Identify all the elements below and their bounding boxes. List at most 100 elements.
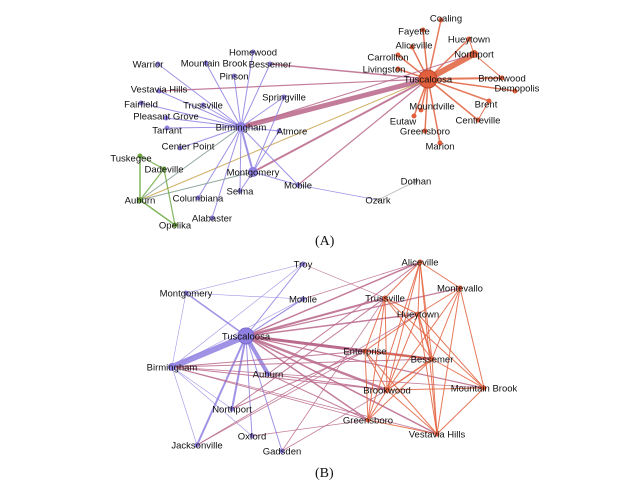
- edge-bessemer-vestavia-hills: [431, 358, 438, 435]
- node-carrollton[interactable]: [395, 52, 401, 58]
- node-northport[interactable]: [229, 406, 235, 412]
- node-dadeville[interactable]: [161, 166, 167, 172]
- node-centreville[interactable]: [475, 117, 481, 123]
- edge-bessemer-mountain-brook: [431, 358, 485, 389]
- node-trussville[interactable]: [200, 102, 206, 108]
- node-selma[interactable]: [237, 188, 243, 194]
- node-demopolis[interactable]: [512, 88, 518, 94]
- panel-a-caption: (A): [315, 234, 335, 249]
- node-northport[interactable]: [470, 50, 478, 58]
- node-dothan[interactable]: [414, 179, 418, 183]
- edge-birmingham-columbiana: [197, 126, 242, 199]
- node-montgomery[interactable]: [183, 290, 189, 296]
- node-label-oxford: Oxford: [238, 432, 267, 443]
- node-montgomery[interactable]: [248, 167, 258, 177]
- edge-montgomery-mobile: [252, 171, 299, 186]
- edge-tuscaloosa-brent: [427, 78, 490, 102]
- edge-trussville-hueytown: [384, 297, 419, 315]
- node-jacksonville[interactable]: [194, 442, 200, 448]
- node-pleasant-grove[interactable]: [163, 115, 169, 121]
- node-auburn[interactable]: [137, 197, 143, 203]
- node-warrior[interactable]: [155, 61, 161, 67]
- node-pinson[interactable]: [231, 73, 237, 79]
- node-label-columbiana: Columbiana: [173, 194, 224, 205]
- node-aliceville[interactable]: [409, 44, 415, 50]
- node-greensboro[interactable]: [365, 417, 371, 423]
- edge-birmingham-greensboro: [171, 366, 369, 421]
- node-hueytown[interactable]: [466, 36, 472, 42]
- edge-birmingham-jacksonville: [171, 366, 198, 446]
- node-fayette[interactable]: [420, 27, 426, 33]
- node-moundville[interactable]: [418, 107, 424, 113]
- node-label-brookwood: Brookwood: [363, 386, 411, 397]
- edge-birmingham-troy: [171, 263, 304, 368]
- node-tarrant[interactable]: [164, 125, 170, 131]
- node-tuskegee[interactable]: [137, 153, 143, 159]
- node-label-brent: Brent: [475, 100, 498, 111]
- edge-tuscaloosa-birmingham: [238, 76, 431, 130]
- edge-enterprise-vestavia-hills: [364, 350, 438, 435]
- node-homewood[interactable]: [250, 49, 256, 55]
- node-brent[interactable]: [486, 98, 492, 104]
- edge-tuscaloosa-vestavia-hills: [158, 78, 429, 92]
- edge-birmingham-northport: [171, 366, 233, 410]
- node-label-atmore: Atmore: [277, 127, 308, 138]
- edge-aliceville-hueytown: [417, 261, 421, 315]
- node-mountain-brook[interactable]: [203, 60, 209, 66]
- node-label-aliceville: Aliceville: [402, 258, 439, 269]
- node-hueytown[interactable]: [415, 311, 421, 317]
- edge-trussville-bessemer: [384, 297, 433, 360]
- node-mobile[interactable]: [295, 182, 301, 188]
- edge-birmingham-bessemer: [171, 358, 433, 368]
- node-label-birmingham: Birmingham: [216, 123, 267, 134]
- node-brookwood[interactable]: [384, 387, 390, 393]
- node-tuscaloosa[interactable]: [237, 327, 255, 345]
- edge-tuscaloosa-greensboro: [245, 335, 369, 421]
- node-marion[interactable]: [437, 140, 443, 146]
- node-aliceville[interactable]: [417, 259, 423, 265]
- node-columbiana[interactable]: [195, 195, 201, 201]
- node-eutaw[interactable]: [411, 113, 417, 119]
- node-atmore[interactable]: [276, 128, 282, 134]
- node-coaling[interactable]: [438, 17, 444, 23]
- node-montevallo[interactable]: [457, 285, 463, 291]
- edge-ozark-dothan: [377, 180, 417, 201]
- node-gadsden[interactable]: [279, 448, 285, 454]
- node-oxford[interactable]: [249, 433, 255, 439]
- node-trussville[interactable]: [382, 295, 388, 301]
- edge-jacksonville-enterprise: [196, 350, 366, 446]
- edge-tuscaloosa-northport: [231, 335, 247, 410]
- node-opelika[interactable]: [172, 222, 178, 228]
- node-center-point[interactable]: [177, 145, 183, 151]
- node-mobile[interactable]: [300, 296, 306, 302]
- node-bessemer[interactable]: [267, 61, 273, 67]
- node-troy[interactable]: [300, 261, 306, 267]
- node-mountain-brook[interactable]: [481, 385, 487, 391]
- node-bessemer[interactable]: [429, 356, 435, 362]
- node-birmingham[interactable]: [236, 122, 246, 132]
- edge-aliceville-brookwood: [386, 261, 421, 391]
- node-brookwood[interactable]: [499, 75, 505, 81]
- node-label-centreville: Centreville: [456, 116, 501, 127]
- edge-brookwood-mountain-brook: [386, 387, 485, 391]
- node-springville[interactable]: [281, 94, 287, 100]
- node-tuscaloosa[interactable]: [418, 69, 438, 89]
- node-label-eutaw: Eutaw: [390, 117, 417, 128]
- edge-brent-centreville: [477, 100, 490, 121]
- edge-northport-brookwood: [473, 53, 503, 79]
- node-alabaster[interactable]: [209, 215, 215, 221]
- node-vestavia-hills[interactable]: [156, 88, 162, 94]
- edge-montevallo-bessemer: [431, 287, 461, 360]
- node-enterprise[interactable]: [362, 348, 368, 354]
- edge-tuscaloosa-aliceville: [245, 261, 421, 337]
- node-label-bessemer: Bessemer: [411, 355, 454, 366]
- node-ozark[interactable]: [376, 198, 380, 202]
- node-greensboro[interactable]: [422, 128, 428, 134]
- node-fairfield[interactable]: [138, 100, 144, 106]
- node-birmingham[interactable]: [168, 363, 176, 371]
- node-auburn[interactable]: [265, 371, 271, 377]
- node-label-fayette: Fayette: [398, 27, 430, 38]
- node-vestavia-hills[interactable]: [434, 431, 440, 437]
- node-livingston[interactable]: [395, 66, 401, 72]
